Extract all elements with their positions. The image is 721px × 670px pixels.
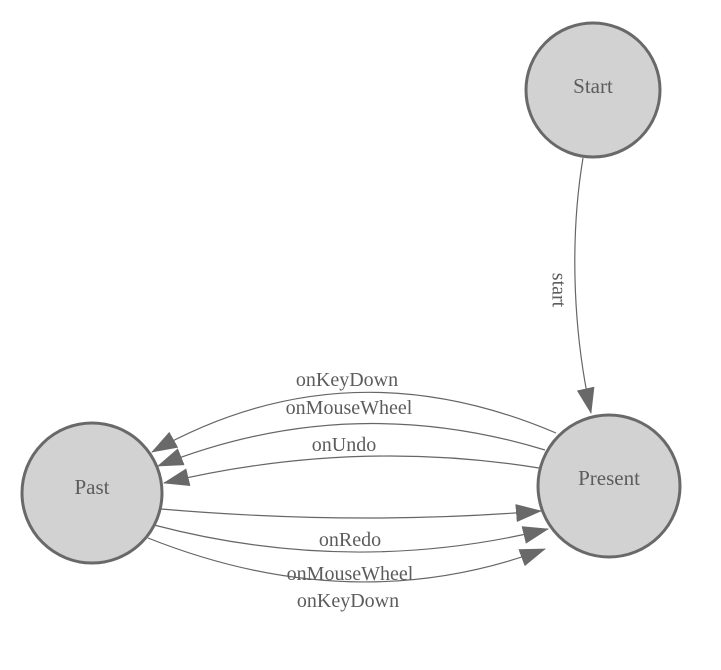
- edge-present-to-past-onundo: [163, 455, 540, 486]
- edge-label-past-to-present-onmousewheel: onMouseWheel: [287, 563, 414, 585]
- edge-label-past-to-present-onredo: onRedo: [319, 529, 381, 551]
- state-node-label-start: Start: [573, 74, 613, 98]
- edge-label-present-to-past-onmousewheel: onMouseWheel: [286, 397, 413, 419]
- edge-past-to-present-onkeydown: [147, 537, 546, 583]
- edge-present-to-past-onmousewheel: [157, 422, 546, 467]
- state-node-label-present: Present: [578, 466, 640, 490]
- edge-start-to-present-start: [574, 157, 595, 414]
- state-node-start: [524, 21, 662, 159]
- edge-labels-layer: start onKeyDown onMouseWheel onUndo onRedo on…: [286, 273, 570, 612]
- edge-present-to-past-onkeydown: [151, 391, 557, 453]
- edge-label-present-to-past-onundo: onUndo: [312, 434, 376, 456]
- edge-past-to-present-onredo: [160, 504, 542, 523]
- edge-past-to-present-onmousewheel: [153, 524, 549, 553]
- state-node-present: [536, 413, 682, 559]
- state-node-past: [20, 421, 164, 565]
- edges-layer: [147, 157, 595, 583]
- edge-label-start-to-present-start: start: [547, 273, 569, 308]
- edge-label-present-to-past-onkeydown: onKeyDown: [296, 369, 398, 391]
- edge-label-past-to-present-onkeydown: onKeyDown: [297, 590, 399, 612]
- state-node-label-past: Past: [74, 475, 109, 499]
